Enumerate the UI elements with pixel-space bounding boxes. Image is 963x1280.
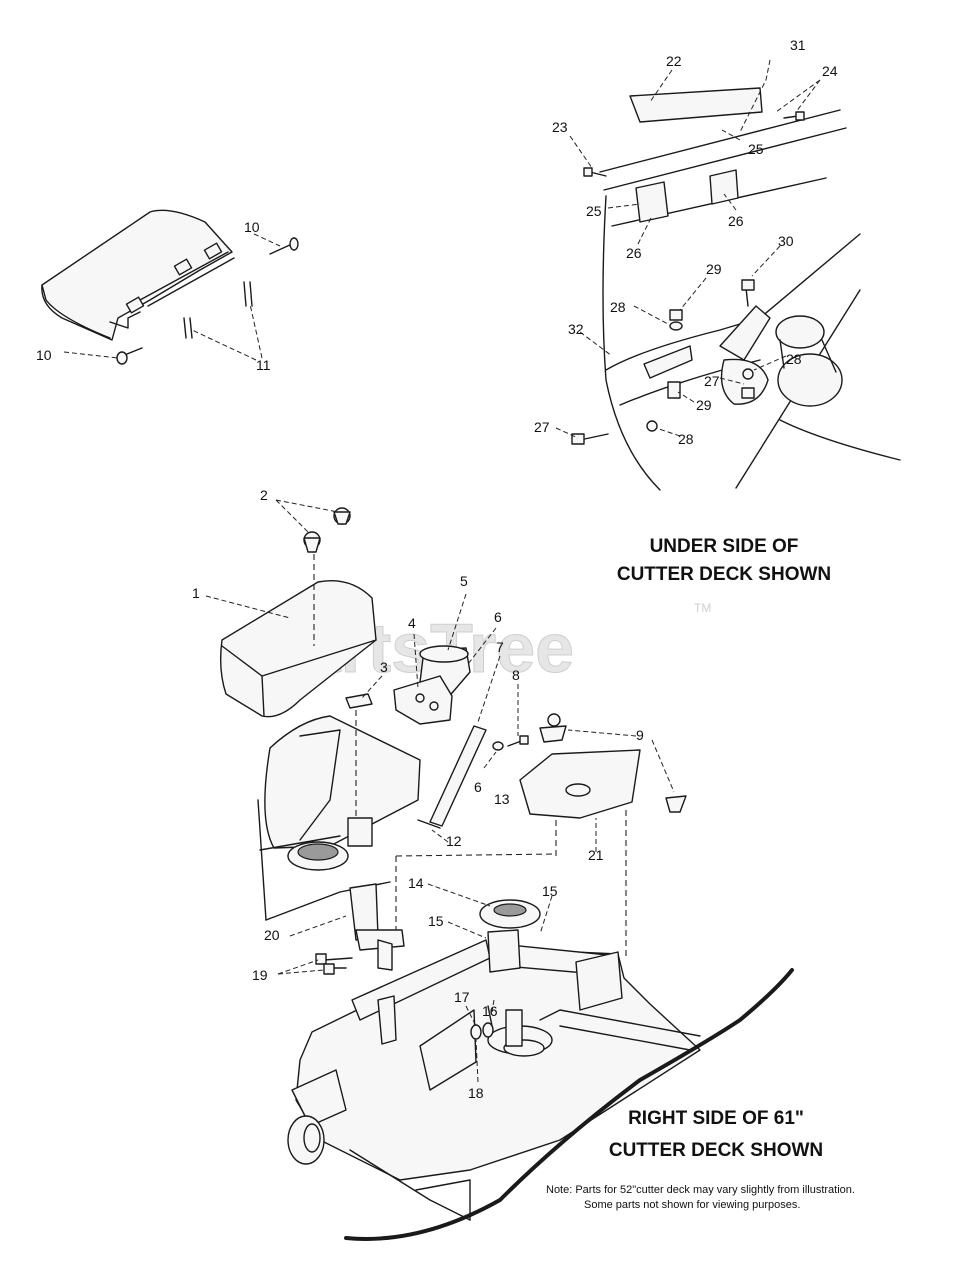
cutter-deck-right-side (287, 883, 794, 1241)
callout-20: 20 (264, 927, 280, 943)
callout-6a: 6 (494, 609, 502, 625)
callout-25b: 25 (586, 203, 602, 219)
callout-10a: 10 (244, 219, 260, 235)
callout-28b: 28 (786, 351, 802, 367)
note-line2: Some parts not shown for viewing purpose… (584, 1199, 800, 1211)
callout-7: 7 (496, 639, 504, 655)
callout-4: 4 (408, 615, 416, 631)
callout-23: 23 (552, 119, 568, 135)
callout-14: 14 (408, 875, 424, 891)
callout-28a: 28 (610, 299, 626, 315)
callout-1: 1 (192, 585, 200, 601)
callout-29a: 29 (706, 261, 722, 277)
callout-21: 21 (588, 847, 604, 863)
callout-18: 18 (468, 1085, 484, 1101)
callout-16: 16 (482, 1003, 498, 1019)
callout-26a: 26 (626, 245, 642, 261)
footnote: Note: Parts for 52"cutter deck may vary … (546, 1184, 855, 1211)
callout-32: 32 (568, 321, 584, 337)
callout-30: 30 (778, 233, 794, 249)
callout-17: 17 (454, 989, 470, 1005)
callout-28c: 28 (678, 431, 694, 447)
callout-13: 13 (494, 791, 510, 807)
callout-27b: 27 (534, 419, 550, 435)
callout-29b: 29 (696, 397, 712, 413)
callout-15a: 15 (542, 883, 558, 899)
rightside-heading-line1: RIGHT SIDE OF 61" (628, 1108, 804, 1129)
callout-2: 2 (260, 487, 268, 503)
callout-25a: 25 (748, 141, 764, 157)
callout-12: 12 (446, 833, 462, 849)
callout-26b: 26 (728, 213, 744, 229)
chute-hinge-assembly (41, 209, 299, 365)
callout-31: 31 (790, 37, 806, 53)
callout-15b: 15 (428, 913, 444, 929)
callout-6b: 6 (474, 779, 482, 795)
callout-24: 24 (822, 63, 838, 79)
callout-9: 9 (636, 727, 644, 743)
callout-8: 8 (512, 667, 520, 683)
callout-5: 5 (460, 573, 468, 589)
callout-11: 11 (256, 357, 271, 373)
deck-underside-view (555, 59, 901, 491)
watermark-trademark: TM (694, 601, 711, 615)
rightside-heading-line2: CUTTER DECK SHOWN (609, 1140, 823, 1161)
discharge-chute-assembly (205, 499, 687, 1050)
underside-heading-line1: UNDER SIDE OF (650, 536, 799, 557)
underside-heading-line2: CUTTER DECK SHOWN (617, 564, 831, 585)
callout-3: 3 (380, 659, 388, 675)
callout-10b: 10 (36, 347, 52, 363)
callout-27a: 27 (704, 373, 720, 389)
callout-labels: 1 2 3 4 5 6 6 7 8 9 10 10 11 12 13 14 15… (36, 37, 838, 1101)
view-headings: UNDER SIDE OF CUTTER DECK SHOWN RIGHT SI… (609, 536, 831, 1161)
callout-19: 19 (252, 967, 268, 983)
note-line1: Note: Parts for 52"cutter deck may vary … (546, 1184, 855, 1196)
callout-22: 22 (666, 53, 682, 69)
